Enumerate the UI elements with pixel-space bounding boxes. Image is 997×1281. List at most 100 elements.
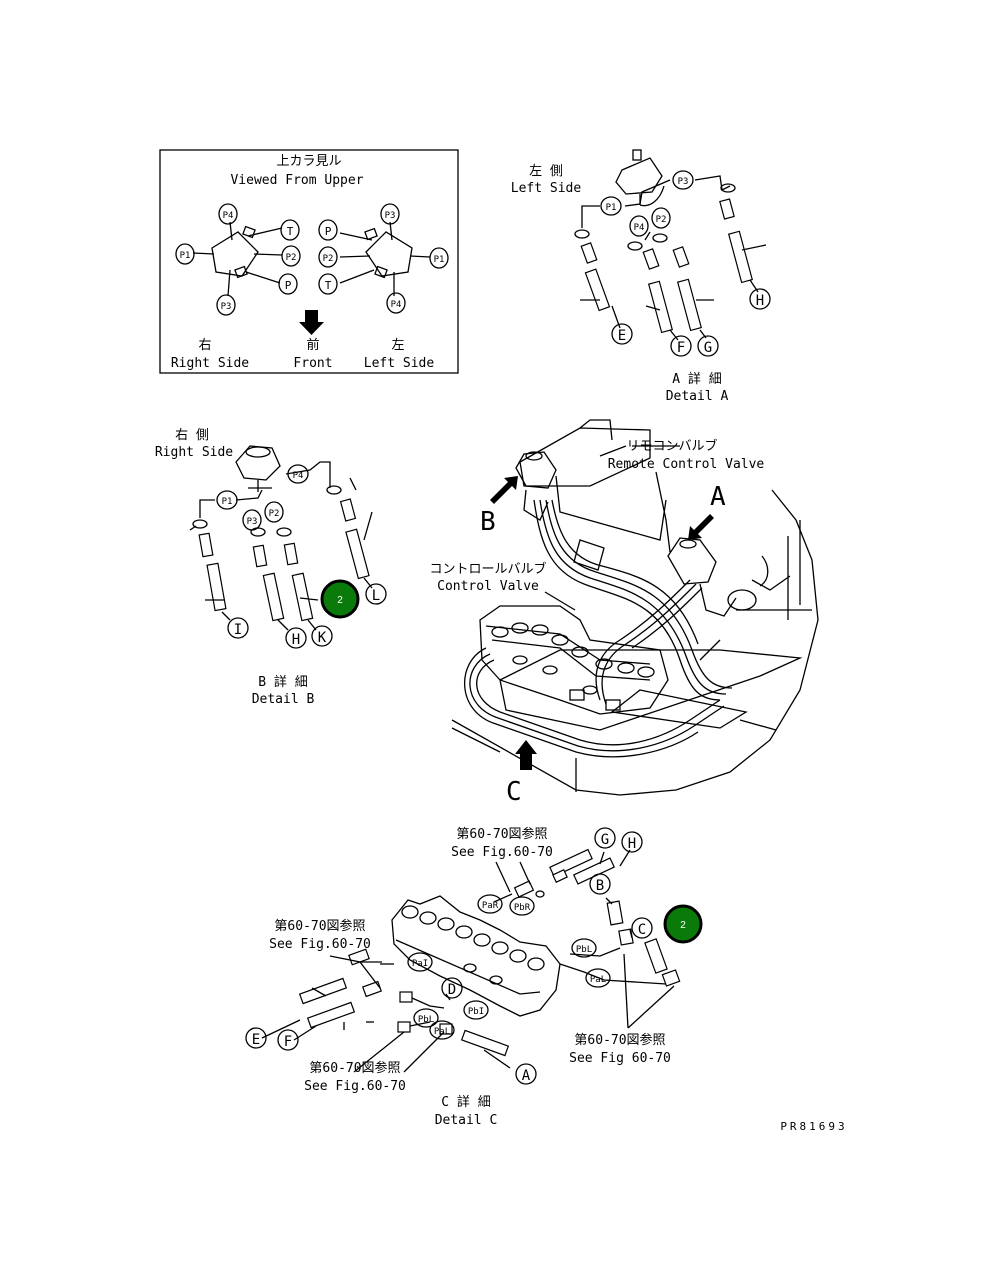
svg-text:T: T [325, 279, 332, 292]
svg-text:F: F [677, 340, 685, 356]
detail-c-port-pbr: PbR [509, 896, 535, 916]
inset-left-label-jp: 左 [391, 338, 404, 353]
detail-c-callout-b: B [589, 873, 611, 895]
inset-port-p3-right: P3 [216, 294, 236, 316]
detail-b-callout-l: L [365, 583, 387, 605]
detail-c-port-pal-lower: PaL [429, 1020, 455, 1040]
inset-port-p3-left: P3 [380, 203, 400, 225]
detail-c-callout-g: G [594, 827, 616, 849]
svg-text:PbR: PbR [514, 903, 531, 913]
svg-text:PaL: PaL [590, 975, 606, 985]
svg-text:K: K [318, 630, 327, 646]
detail-c-ref1-jp: 第60-70図参照 [456, 826, 547, 842]
detail-a-callout-f: F [670, 335, 692, 357]
detail-b-remote-valve [235, 445, 281, 492]
marker-badge-2-label: 2 [680, 920, 686, 931]
inset-left-label-en: Left Side [364, 356, 435, 371]
main-view: B A C リモコンバルブ Remote Control Valve コントロー… [429, 419, 819, 807]
detail-c-ref4-en: See Fig 60-70 [569, 1051, 671, 1066]
inset-port-p2-left: P2 [318, 246, 338, 268]
inset-right-valve [192, 221, 283, 297]
inset-view-from-upper: 上カラ見ル Viewed From Upper P4 T P1 P2 P P3 [159, 149, 459, 374]
detail-c-caption-jp: C 詳 細 [441, 1094, 490, 1110]
detail-c-callout-h: H [621, 831, 643, 853]
detail-a-caption-jp: A 詳 細 [672, 371, 721, 387]
svg-text:F: F [284, 1034, 292, 1050]
detail-b: 右 側 Right Side P1 P4 P2 P3 [155, 428, 387, 707]
marker-badge-1[interactable]: 2 [320, 579, 360, 619]
detail-c-port-pai: PaI [407, 952, 433, 972]
detail-c-port-par: PaR [477, 894, 503, 914]
svg-text:P3: P3 [247, 517, 258, 527]
svg-text:P4: P4 [223, 211, 234, 221]
remote-valve-label-en: Remote Control Valve [608, 457, 765, 472]
detail-b-port-p1: P1 [216, 490, 238, 510]
svg-text:PbI: PbI [468, 1007, 484, 1017]
detail-c-callout-c: C [631, 917, 653, 939]
svg-text:I: I [234, 622, 242, 638]
detail-b-side-en: Right Side [155, 445, 233, 460]
svg-text:P4: P4 [391, 300, 402, 310]
drawing-number: PR81693 [780, 1120, 847, 1133]
detail-b-port-p4: P4 [287, 464, 309, 484]
svg-text:A: A [522, 1068, 531, 1084]
svg-text:E: E [618, 328, 626, 344]
svg-text:H: H [628, 836, 636, 852]
detail-a-port-p2: P2 [651, 207, 671, 229]
detail-c-ref4-jp: 第60-70図参照 [574, 1032, 665, 1048]
detail-a-callout-g: G [697, 335, 719, 357]
svg-text:P2: P2 [656, 215, 667, 225]
detail-a-callout-h: H [749, 288, 771, 310]
detail-c-port-pbl-lower: PbL [413, 1008, 439, 1028]
remote-valve-left [515, 451, 557, 521]
control-valve-label-en: Control Valve [437, 579, 539, 594]
detail-c-ref1-en: See Fig.60-70 [451, 845, 553, 860]
marker-badge-1-label: 2 [337, 595, 343, 606]
svg-text:H: H [292, 632, 300, 648]
svg-text:C: C [638, 922, 646, 938]
detail-c-port-pal-upper: PaL [585, 968, 611, 988]
svg-text:P2: P2 [286, 253, 297, 263]
inset-port-p4-left: P4 [386, 292, 406, 314]
view-b-label: B [480, 507, 496, 537]
view-c-label: C [506, 777, 522, 807]
inset-port-p-right: P [278, 273, 298, 295]
detail-b-caption-en: Detail B [252, 692, 315, 707]
svg-text:G: G [704, 340, 712, 356]
front-arrow-icon [299, 310, 324, 335]
detail-c: PaR PbR PbL PaL PaI PbI PbL PaL G H B C … [245, 826, 681, 1128]
detail-c-callout-a: A [515, 1063, 537, 1085]
inset-right-label-jp: 右 [198, 338, 211, 353]
detail-a-port-p1: P1 [600, 196, 622, 216]
inset-front-label-en: Front [293, 356, 332, 371]
svg-text:P3: P3 [221, 302, 232, 312]
detail-c-port-pbi: PbI [463, 1000, 489, 1020]
detail-a: 左 側 Left Side P3 P1 P2 P4 [511, 149, 771, 404]
detail-c-ref3-jp: 第60-70図参照 [309, 1060, 400, 1076]
inset-port-p1-left: P1 [429, 247, 449, 269]
svg-text:PaI: PaI [412, 959, 428, 969]
detail-b-callout-i: I [227, 617, 249, 639]
svg-text:G: G [601, 832, 609, 848]
svg-text:PbL: PbL [418, 1015, 434, 1025]
detail-c-port-pbl-upper: PbL [571, 938, 597, 958]
marker-badge-2[interactable]: 2 [663, 904, 703, 944]
svg-text:PaR: PaR [482, 901, 499, 911]
detail-b-callout-k: K [311, 625, 333, 647]
remote-valve-right [667, 537, 757, 617]
control-valve-block [479, 605, 669, 715]
detail-c-callout-e: E [245, 1027, 267, 1049]
view-a-label: A [710, 482, 726, 512]
frame-outline [451, 489, 819, 796]
svg-text:P: P [285, 279, 292, 292]
svg-text:P1: P1 [434, 255, 445, 265]
view-b-arrow-icon [490, 476, 518, 504]
svg-text:E: E [252, 1032, 260, 1048]
detail-b-port-p2: P2 [264, 501, 284, 523]
detail-b-side-jp: 右 側 [175, 428, 209, 443]
detail-c-callout-d: D [441, 977, 463, 999]
inset-left-valve [339, 221, 431, 296]
inset-port-p4-right: P4 [218, 203, 238, 225]
